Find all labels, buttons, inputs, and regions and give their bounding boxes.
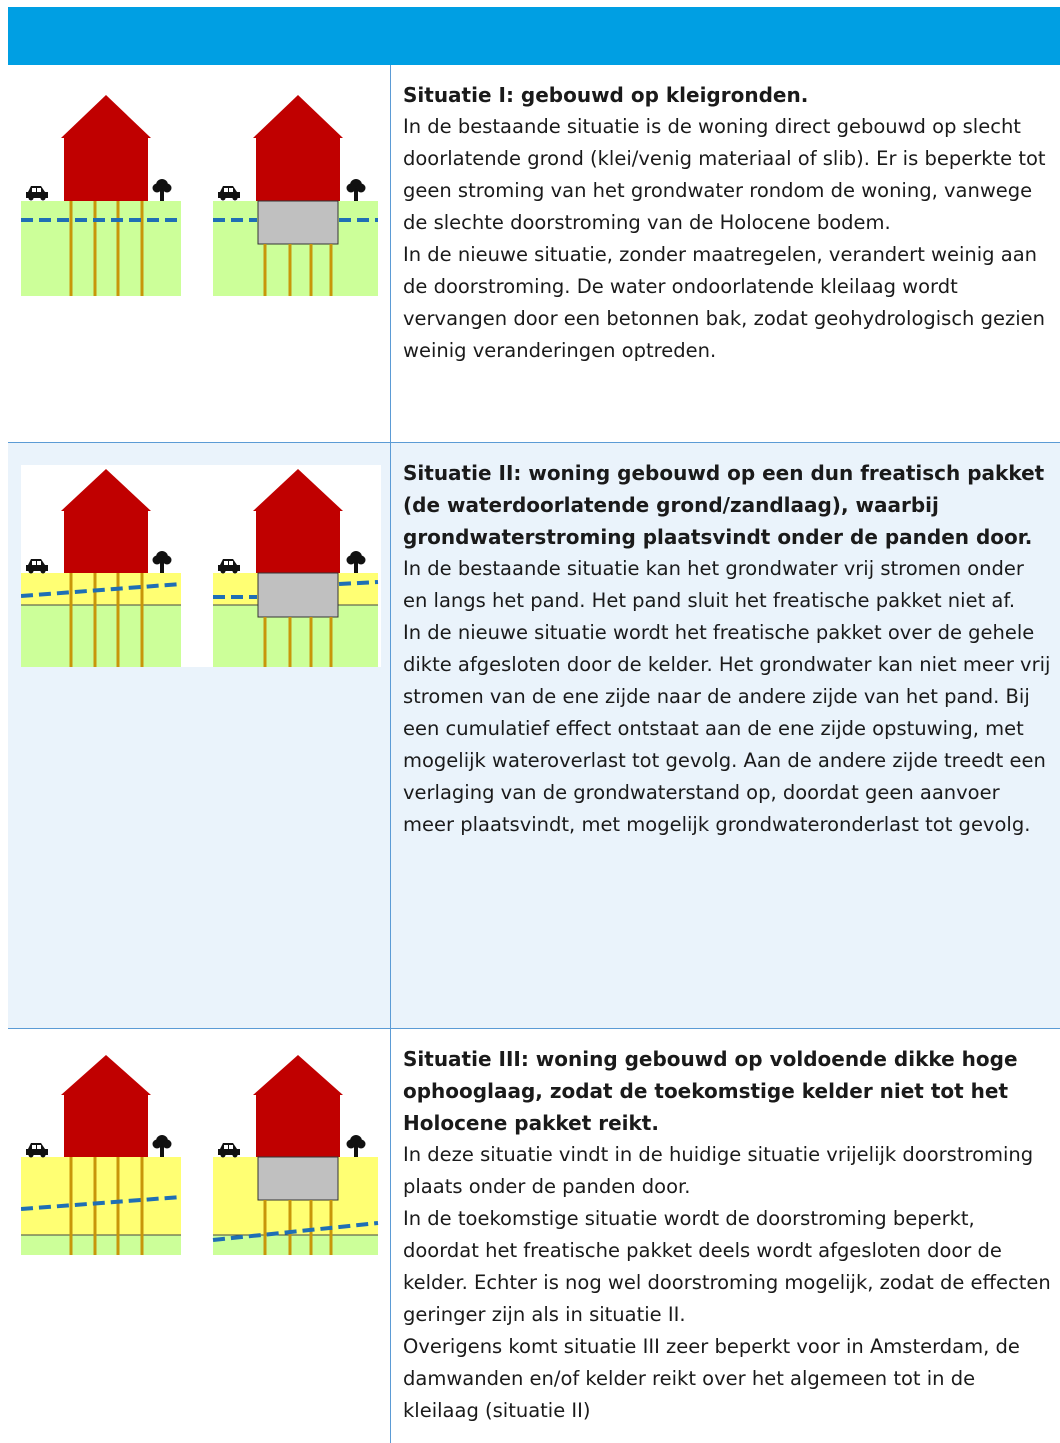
house-body: [64, 1094, 148, 1157]
situation-paragraph: In de bestaande situatie is de woning di…: [403, 115, 1046, 234]
house-body: [64, 137, 148, 201]
existing-situation-diagram: [21, 95, 181, 296]
car-icon: [218, 559, 240, 574]
situation-3-illustration: [21, 1055, 379, 1255]
situation-row-2: Situatie II: woning gebouwd op een dun f…: [8, 443, 1060, 1029]
situation-paragraph: In de bestaande situatie kan het grondwa…: [403, 557, 1024, 612]
new-situation-diagram: [213, 469, 379, 667]
description-cell-1: Situatie I: gebouwd op kleigronden. In d…: [391, 65, 1060, 442]
existing-situation-diagram: [21, 1055, 182, 1255]
groundwater-line-right: [338, 580, 379, 586]
house-body: [256, 510, 340, 573]
car-icon: [26, 559, 48, 574]
situation-2-illustration: [21, 465, 381, 667]
house-roof: [61, 95, 151, 138]
situation-1-illustration: [21, 95, 378, 296]
house-roof: [253, 95, 343, 138]
illustration-cell-1: [8, 65, 391, 442]
house-roof: [253, 469, 343, 511]
house-roof: [253, 1055, 343, 1095]
house-roof: [61, 1055, 151, 1095]
description-cell-3: Situatie III: woning gebouwd op voldoend…: [391, 1029, 1060, 1443]
groundwater-line: [21, 582, 182, 598]
car-icon: [218, 186, 240, 201]
situations-table: Situatie I: gebouwd op kleigronden. In d…: [8, 65, 1060, 1443]
tree-icon: [152, 179, 172, 201]
new-situation-diagram: [212, 1055, 379, 1255]
sand-layer: [21, 1157, 181, 1235]
existing-situation-diagram: [21, 469, 182, 667]
tree-icon: [152, 551, 172, 573]
basement: [257, 200, 339, 245]
groundwater-line: [212, 1221, 379, 1242]
basement: [257, 1156, 339, 1201]
tree-icon: [346, 179, 366, 201]
groundwater-line: [21, 1195, 182, 1211]
illustration-cell-2: [8, 443, 391, 1028]
house-body: [256, 137, 340, 201]
new-situation-diagram: [213, 95, 378, 296]
car-icon: [26, 186, 48, 201]
situation-paragraph: In deze situatie vindt in de huidige sit…: [403, 1143, 1034, 1198]
car-icon: [218, 1143, 240, 1158]
situation-title: Situatie III: woning gebouwd op voldoend…: [403, 1047, 1018, 1135]
foundation-piles: [263, 244, 333, 296]
house-body: [64, 510, 148, 573]
situation-title: Situatie II: woning gebouwd op een dun f…: [403, 461, 1045, 549]
illustration-cell-3: [8, 1029, 391, 1443]
car-icon: [26, 1143, 48, 1158]
tree-icon: [346, 551, 366, 573]
foundation-piles: [69, 201, 144, 296]
situation-row-3: Situatie III: woning gebouwd op voldoend…: [8, 1029, 1060, 1443]
basement: [257, 572, 339, 618]
situation-paragraph: In de toekomstige situatie wordt de door…: [403, 1207, 1051, 1326]
clay-layer: [21, 201, 181, 296]
situation-paragraph: Overigens komt situatie III zeer beperkt…: [403, 1335, 1020, 1422]
header-bar: [8, 7, 1060, 65]
tree-icon: [152, 1135, 172, 1157]
foundation-piles: [263, 617, 333, 667]
description-cell-2: Situatie II: woning gebouwd op een dun f…: [391, 443, 1060, 1028]
tree-icon: [346, 1135, 366, 1157]
house-body: [256, 1094, 340, 1157]
situation-title: Situatie I: gebouwd op kleigronden.: [403, 83, 809, 107]
situation-paragraph: In de nieuwe situatie wordt het freatisc…: [403, 621, 1051, 836]
foundation-piles: [69, 1157, 144, 1255]
house-roof: [61, 469, 151, 511]
situation-row-1: Situatie I: gebouwd op kleigronden. In d…: [8, 65, 1060, 443]
situation-paragraph: In de nieuwe situatie, zonder maatregele…: [403, 243, 1045, 362]
